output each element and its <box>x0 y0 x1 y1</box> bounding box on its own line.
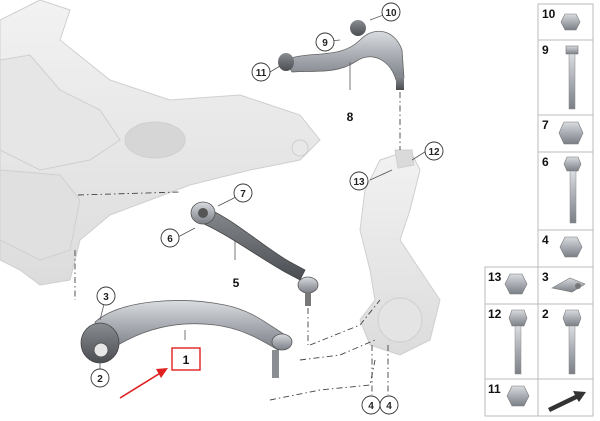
bolt-icon-12 <box>508 309 528 375</box>
legend-label-11: 11 <box>488 382 501 396</box>
steering-knuckle-ghost <box>359 149 441 356</box>
tension-strut <box>190 201 319 306</box>
legend-label-13: 13 <box>488 270 502 284</box>
nut-icon-7 <box>558 121 584 145</box>
callout-7: 7 <box>240 189 246 200</box>
upper-control-arm <box>278 20 405 90</box>
callout-1-highlight <box>171 347 201 371</box>
legend-label-3: 3 <box>542 270 549 284</box>
direction-arrow-icon <box>542 383 589 413</box>
bolt-icon-9 <box>565 45 579 110</box>
callout-6: 6 <box>167 234 173 245</box>
bolt-icon-6 <box>563 156 582 224</box>
subframe-ghost <box>0 0 321 286</box>
lower-control-arm <box>80 300 293 378</box>
legend-icons <box>504 13 589 413</box>
legend-label-4: 4 <box>542 233 549 247</box>
callout-12: 12 <box>428 147 440 158</box>
nut-icon-11 <box>506 385 530 407</box>
legend-label-12: 12 <box>488 307 502 321</box>
nut-icon-10 <box>560 13 581 31</box>
callout-10: 10 <box>385 8 397 19</box>
callout-circles <box>90 2 444 415</box>
callout-9: 9 <box>322 38 328 49</box>
callout-2: 2 <box>97 374 103 385</box>
legend-label-9: 9 <box>542 43 549 57</box>
red-pointer-arrow <box>119 368 168 399</box>
callout-1: 1 <box>183 353 190 367</box>
legend-label-2: 2 <box>542 307 549 321</box>
parts-legend: 10 9 7 6 4 13 3 12 2 11 <box>484 3 594 417</box>
callout-3: 3 <box>103 292 109 303</box>
callout-8: 8 <box>347 110 354 124</box>
nut-icon-4 <box>559 236 583 258</box>
legend-label-10: 10 <box>542 7 556 21</box>
legend-label-7: 7 <box>542 118 549 132</box>
bolt-icon-2 <box>562 309 582 375</box>
callout-11: 11 <box>256 68 267 79</box>
assembly-lines <box>74 92 401 401</box>
nut-icon-13 <box>504 273 528 295</box>
callout-5: 5 <box>233 276 240 290</box>
callout-13: 13 <box>353 177 365 188</box>
callout-4-right: 4 <box>386 401 392 412</box>
legend-label-6: 6 <box>542 155 549 169</box>
callout-4-left: 4 <box>368 401 374 412</box>
clip-icon-3 <box>551 277 586 293</box>
